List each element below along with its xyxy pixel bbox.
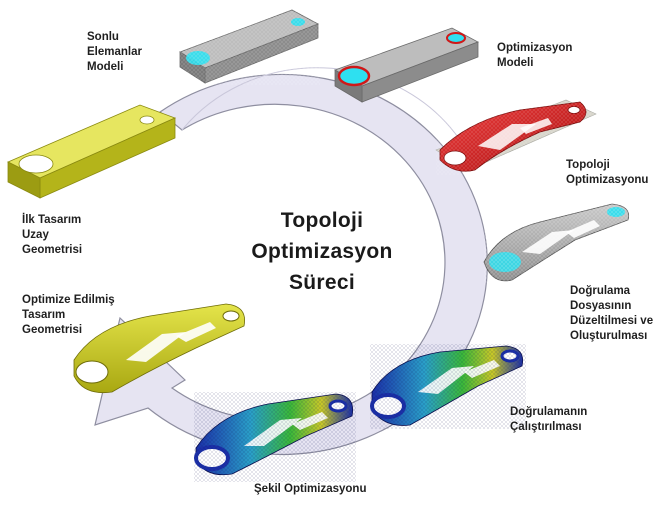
label-optimization-model: Optimizasyon Modeli	[497, 41, 572, 71]
label-verification-file: Doğrulama Dosyasının Düzeltilmesi ve Olu…	[570, 284, 653, 344]
label-topology-optimization: Topoloji Optimizasyonu	[566, 158, 648, 188]
label-shape-optimization: Şekil Optimizasyonu	[254, 482, 366, 497]
fe-model-part	[180, 10, 320, 85]
shape-optimization-part	[194, 392, 356, 482]
verification-run-part	[370, 344, 526, 429]
label-fe-model: Sonlu Elemanlar Modeli	[87, 30, 142, 75]
label-optimized-design: Optimize Edilmiş Tasarım Geometrisi	[22, 293, 115, 338]
label-initial-design-space: İlk Tasarım Uzay Geometrisi	[22, 213, 82, 258]
verification-mesh-part	[484, 200, 634, 285]
design-space-part	[8, 105, 175, 198]
center-title: Topoloji Optimizasyon Süreci	[222, 205, 422, 298]
label-verification-run: Doğrulamanın Çalıştırılması	[510, 405, 587, 435]
